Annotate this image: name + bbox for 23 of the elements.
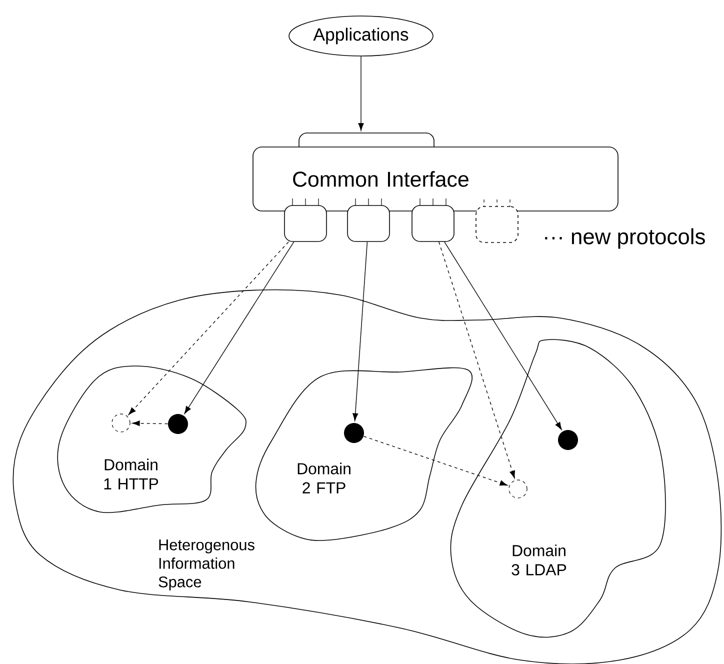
arrow xyxy=(352,242,368,422)
protocol-adapter xyxy=(347,198,390,242)
region-blob: Domain 1 HTTP xyxy=(57,366,247,514)
protocol-adapter xyxy=(284,198,327,242)
annotation: ··· new protocols xyxy=(545,228,705,249)
ellipse-node: Applications xyxy=(288,16,434,56)
filled-dot xyxy=(168,414,188,434)
arrow xyxy=(438,242,516,478)
arrow xyxy=(358,56,364,131)
arrow xyxy=(132,420,168,426)
arrow xyxy=(128,242,289,415)
arrow xyxy=(184,242,294,414)
region-blob: Domain 2 FTP xyxy=(255,367,472,541)
protocol-adapter xyxy=(476,199,518,243)
filled-dot xyxy=(558,430,578,450)
region-blob: Domain 3 LDAP xyxy=(450,339,666,638)
protocol-adapter xyxy=(412,198,454,242)
interface-box: Common Interface xyxy=(252,132,618,212)
filled-dot xyxy=(344,422,364,443)
arrow xyxy=(444,242,562,430)
arrow xyxy=(363,436,508,486)
dashed-circle xyxy=(508,480,528,498)
dashed-circle xyxy=(112,414,130,432)
